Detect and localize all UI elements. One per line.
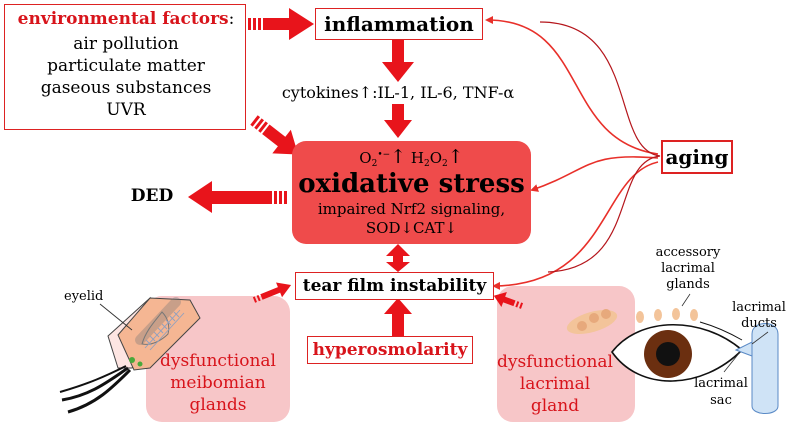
aging-to-oxidative-curve	[530, 156, 659, 192]
cytokines-label: cytokines↑:IL-1, IL-6, TNF-α	[262, 82, 534, 104]
cytokines-to-oxidative-arrow	[384, 104, 412, 138]
lacrimal-gland-title-line1: dysfunctional	[497, 352, 613, 372]
meibomian-to-tearfilm-arrow	[252, 282, 292, 303]
lacrimal-to-tearfilm-arrow	[493, 291, 524, 309]
inflammation-box	[315, 8, 483, 40]
accessory-glands-line2: lacrimal	[661, 261, 715, 276]
env-item-uvr: UVR	[106, 100, 146, 120]
eye-illustration	[566, 293, 779, 414]
hyperosmolarity-to-tearfilm-arrow	[384, 298, 412, 336]
oxidative-stress-box	[292, 141, 531, 244]
oxidative-to-ded-arrow	[188, 181, 287, 213]
aging-box	[661, 140, 733, 174]
env-to-inflammation-arrow	[248, 8, 314, 40]
environmental-factors-title: environmental factors:	[8, 9, 244, 29]
superoxide-up-arrow: ↑	[390, 146, 407, 168]
cytokines-prefix: cytokines	[281, 83, 359, 102]
lacrimal-gland-title-line3: gland	[530, 396, 580, 416]
oxidative-sod-cat-line: SOD↓CAT↓	[365, 219, 458, 237]
env-title-colon: :	[228, 9, 235, 29]
lacrimal-sac-line1: lacrimal	[694, 376, 748, 391]
env-item-air-pollution: air pollution	[73, 34, 179, 54]
accessory-glands-line3: glands	[666, 277, 710, 292]
oxidative-nrf2-line: impaired Nrf2 signaling,	[317, 200, 506, 218]
environmental-factors-box	[4, 4, 246, 130]
aging-bracket	[539, 21, 661, 273]
meibomian-title-line3: glands	[189, 395, 247, 415]
tear-film-label: tear film instability	[302, 276, 487, 296]
lacrimal-panel	[497, 286, 635, 422]
hyperosmolarity-label: hyperosmolarity	[312, 340, 468, 360]
inflammation-to-cytokines-arrow	[382, 38, 414, 82]
cytokines-list: :IL-1, IL-6, TNF-α	[372, 83, 515, 102]
lacrimal-gland-title-line2: lacrimal	[519, 374, 591, 394]
eyelid-label: eyelid	[64, 289, 104, 304]
env-title-text: environmental factors	[17, 9, 229, 29]
aging-to-inflammation-curve	[485, 16, 659, 155]
meibomian-title-line1: dysfunctional	[160, 351, 276, 371]
accessory-glands-line1: accessory	[655, 245, 721, 260]
inflammation-label: inflammation	[324, 12, 474, 36]
lacrimal-ducts-line2: ducts	[741, 316, 777, 331]
aging-to-tearfilm-curve	[492, 161, 659, 290]
cytokines-up-arrow: ↑	[358, 83, 373, 102]
oxidative-stress-title: oxidative stress	[298, 169, 525, 199]
oxidative-species-line: O2•−↑ H2O2↑	[292, 144, 531, 175]
meibomian-title-line2: meibomian	[170, 373, 266, 393]
eyelid-illustration	[59, 296, 201, 414]
aging-label: aging	[665, 145, 729, 169]
env-item-particulate-matter: particulate matter	[47, 56, 205, 76]
env-item-gaseous-substances: gaseous substances	[40, 78, 212, 98]
peroxide-up-arrow: ↑	[447, 146, 464, 168]
ded-label: DED	[130, 186, 174, 206]
tear-film-box	[295, 272, 494, 300]
hydrogen-peroxide: H2O2	[410, 149, 448, 169]
env-to-oxidative-arrow	[250, 115, 299, 155]
oxidative-tearfilm-double-arrow	[386, 244, 410, 272]
lacrimal-sac-line2: sac	[710, 393, 732, 408]
superoxide: O2•−	[359, 149, 391, 169]
lacrimal-ducts-line1: lacrimal	[732, 300, 786, 315]
hyperosmolarity-box	[307, 336, 473, 364]
